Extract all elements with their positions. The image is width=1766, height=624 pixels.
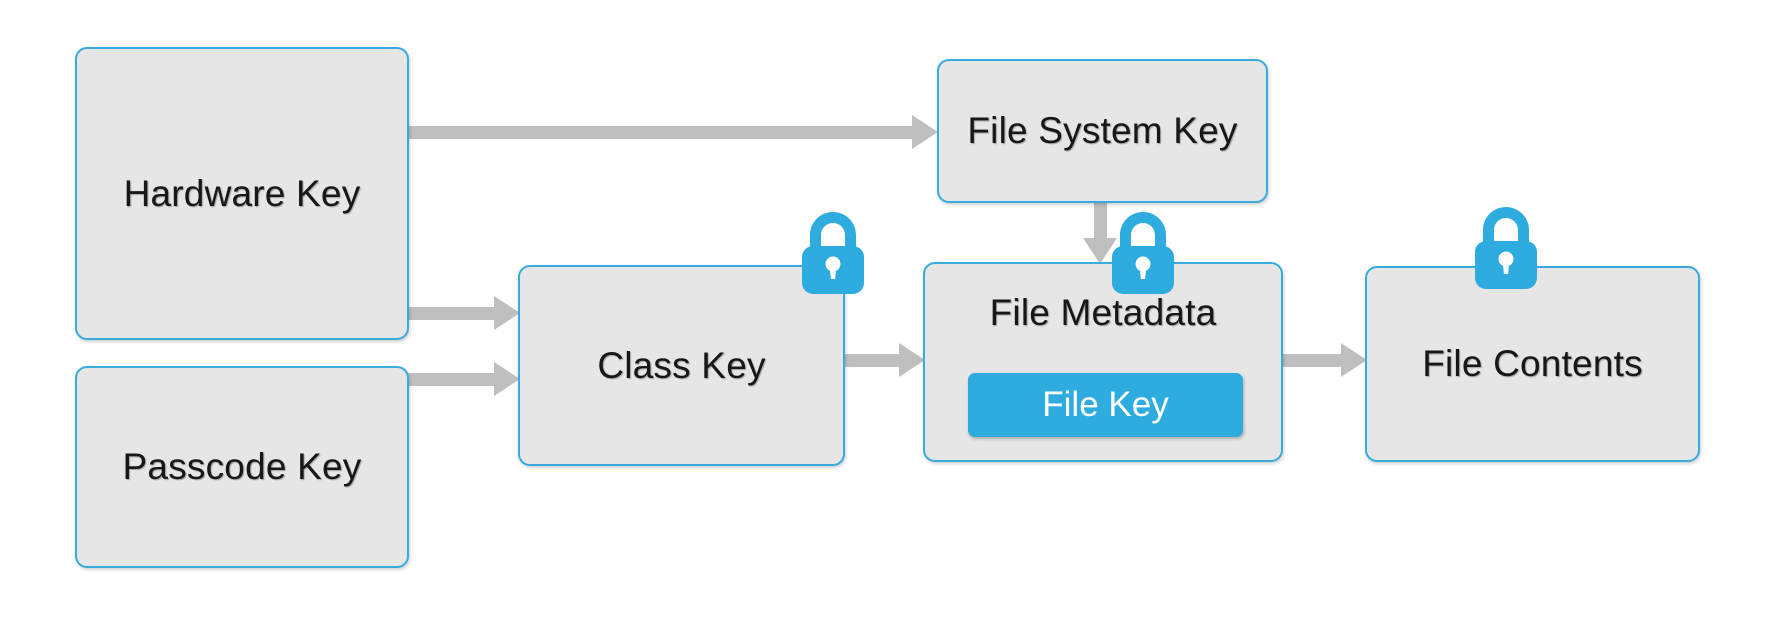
padlock-icon <box>799 208 867 296</box>
arrow-class-key-to-file-metadata <box>845 343 925 377</box>
arrow-head <box>494 362 520 396</box>
node-file-contents[interactable]: File Contents <box>1365 266 1700 462</box>
arrow-passcode-key-to-class-key <box>408 362 520 396</box>
node-class-key[interactable]: Class Key <box>518 265 845 466</box>
node-label-file-system-key: File System Key <box>967 110 1238 151</box>
arrow-shaft <box>408 373 494 386</box>
arrow-shaft <box>408 126 912 139</box>
padlock-icon <box>1109 208 1177 296</box>
arrow-head <box>912 115 938 149</box>
arrow-file-metadata-to-file-contents <box>1283 343 1367 377</box>
node-label-passcode-key: Passcode Key <box>122 446 362 487</box>
arrow-head <box>494 296 520 330</box>
node-label-hardware-key: Hardware Key <box>123 172 361 214</box>
node-file-system-key[interactable]: File System Key <box>937 59 1268 203</box>
arrow-shaft <box>1283 354 1341 367</box>
arrow-head <box>1341 343 1367 377</box>
arrow-head <box>899 343 925 377</box>
node-label-file-contents: File Contents <box>1422 343 1643 384</box>
node-label-file-metadata: File Metadata <box>989 292 1217 333</box>
padlock-icon <box>1472 203 1540 291</box>
arrow-shaft <box>845 354 899 367</box>
arrow-shaft <box>1094 202 1107 238</box>
node-file-key[interactable]: File Key <box>968 373 1243 437</box>
arrow-shaft <box>408 307 494 320</box>
node-label-file-key: File Key <box>1042 385 1169 424</box>
arrow-file-system-key-to-file-metadata <box>1083 202 1117 264</box>
arrow-hardware-key-to-file-system-key <box>408 115 938 149</box>
node-hardware-key[interactable]: Hardware Key <box>75 47 409 340</box>
arrow-head <box>1083 238 1117 264</box>
node-passcode-key[interactable]: Passcode Key <box>75 366 409 568</box>
node-label-class-key: Class Key <box>597 344 766 386</box>
arrow-hardware-key-to-class-key <box>408 296 520 330</box>
